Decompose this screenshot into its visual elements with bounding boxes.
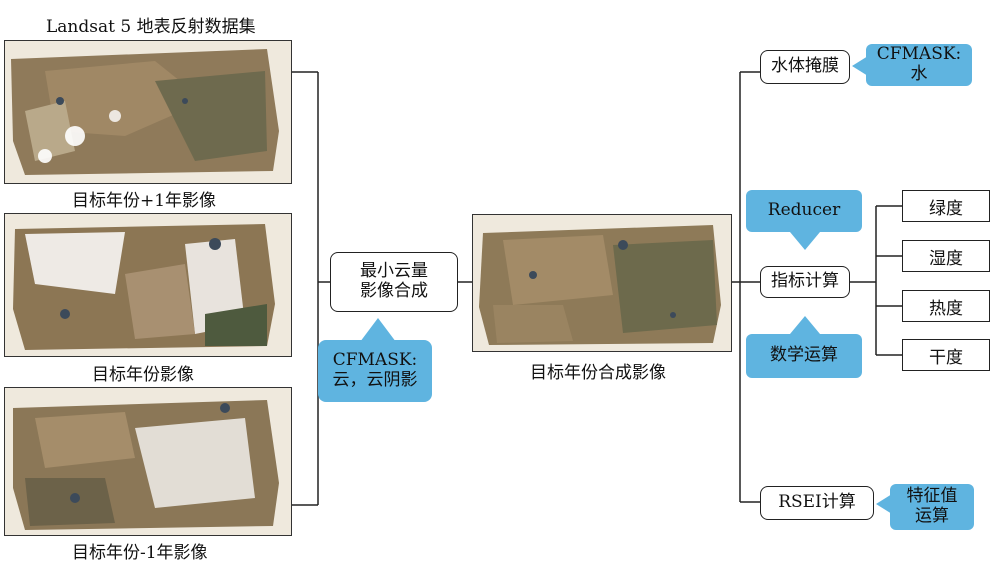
min-cloud-line1: 最小云量 [360,261,428,282]
image-target-year [4,213,292,357]
water-cfmask-callout: CFMASK: 水 [866,44,972,86]
index-heat: 热度 [902,290,990,322]
label-target-minus1: 目标年份-1年影像 [72,543,208,563]
label-target-year: 目标年份影像 [92,365,194,385]
image-target-plus1 [4,40,292,184]
math-callout-pointer [790,316,820,334]
eigen-line2: 运算 [915,506,949,526]
cloud-mask-line2: 云，云阴影 [332,370,418,390]
label-composite: 目标年份合成影像 [530,363,666,383]
water-mask-box: 水体掩膜 [760,50,850,84]
eigen-callout: 特征值 运算 [890,484,974,530]
index-wetness: 湿度 [902,240,990,272]
eigen-callout-pointer [876,494,892,514]
reducer-callout: Reducer [746,190,862,232]
label-target-plus1: 目标年份+1年影像 [72,191,217,211]
rsei-calc-box: RSEI计算 [760,486,874,520]
image-composite [472,214,732,352]
water-cf-line1: CFMASK: [876,44,962,65]
cloud-mask-line1: CFMASK: [332,350,418,371]
min-cloud-line2: 影像合成 [360,281,428,301]
index-greenness: 绿度 [902,190,990,222]
min-cloud-composite-box: 最小云量 影像合成 [330,252,458,312]
image-target-minus1 [4,387,292,536]
eigen-line1: 特征值 [906,486,958,507]
water-cf-line2: 水 [910,64,928,84]
cloud-callout-pointer [360,318,396,342]
dataset-title: Landsat 5 地表反射数据集 [46,17,256,37]
index-dryness: 干度 [902,339,990,371]
reducer-callout-pointer [790,232,820,250]
water-callout-pointer [852,56,868,76]
index-calc-box: 指标计算 [760,266,850,298]
cloud-mask-callout: CFMASK: 云，云阴影 [318,340,432,402]
math-op-callout: 数学运算 [746,334,862,378]
